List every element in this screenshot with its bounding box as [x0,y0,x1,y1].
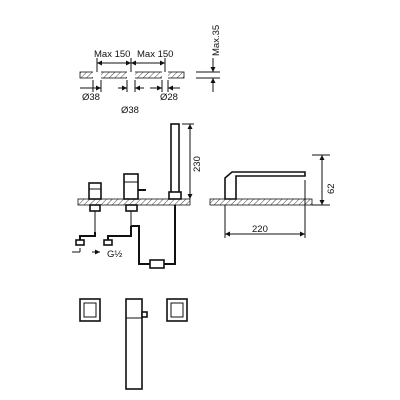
mixer-side-view: 230 G½ [72,123,203,269]
hand-shower [170,123,180,195]
hose-link [131,225,150,265]
hole-right [162,71,168,79]
shank-nut-center [125,204,138,212]
mixer-body [123,173,139,200]
valve-square-right [166,298,188,322]
hole-center [127,71,135,79]
valve-fitting-left [75,239,85,246]
spout-deck-section [209,198,313,206]
dim-max-spacing-right: Max 150 [137,49,173,60]
shower-hose [164,205,176,265]
dim-spout-length: 220 [252,224,268,235]
dim-thread: G½ [107,249,122,260]
dim-max-spacing-left: Max 150 [94,49,130,60]
dim-hose-height: 230 [192,156,203,172]
spout-lever [141,311,148,318]
valve-square-right-inner [170,302,184,318]
hose-connector [149,259,165,269]
deck-hole-layout: Max 150 Max 150 Ø38 Ø38 Ø28 Max.35 [79,25,222,116]
valve-square-left [79,298,101,322]
top-view-components [79,298,188,390]
dim-max-height: Max.35 [211,25,222,56]
spout-top-view [125,298,143,390]
dim-hole-center: Ø38 [121,105,139,116]
dim-hole-right: Ø28 [160,92,178,103]
spout-side-view: 62 220 [209,154,337,238]
spout [224,171,306,200]
hole-left [93,71,101,79]
shank-nut-left [89,204,101,212]
deck-section [77,198,191,206]
valve-handle-left [88,182,102,200]
valve-square-left-inner [83,302,97,318]
valve-fitting-center [103,239,113,246]
dim-hole-left: Ø38 [82,92,100,103]
hand-shower-holder [168,191,182,200]
dim-spout-height: 62 [326,183,337,194]
